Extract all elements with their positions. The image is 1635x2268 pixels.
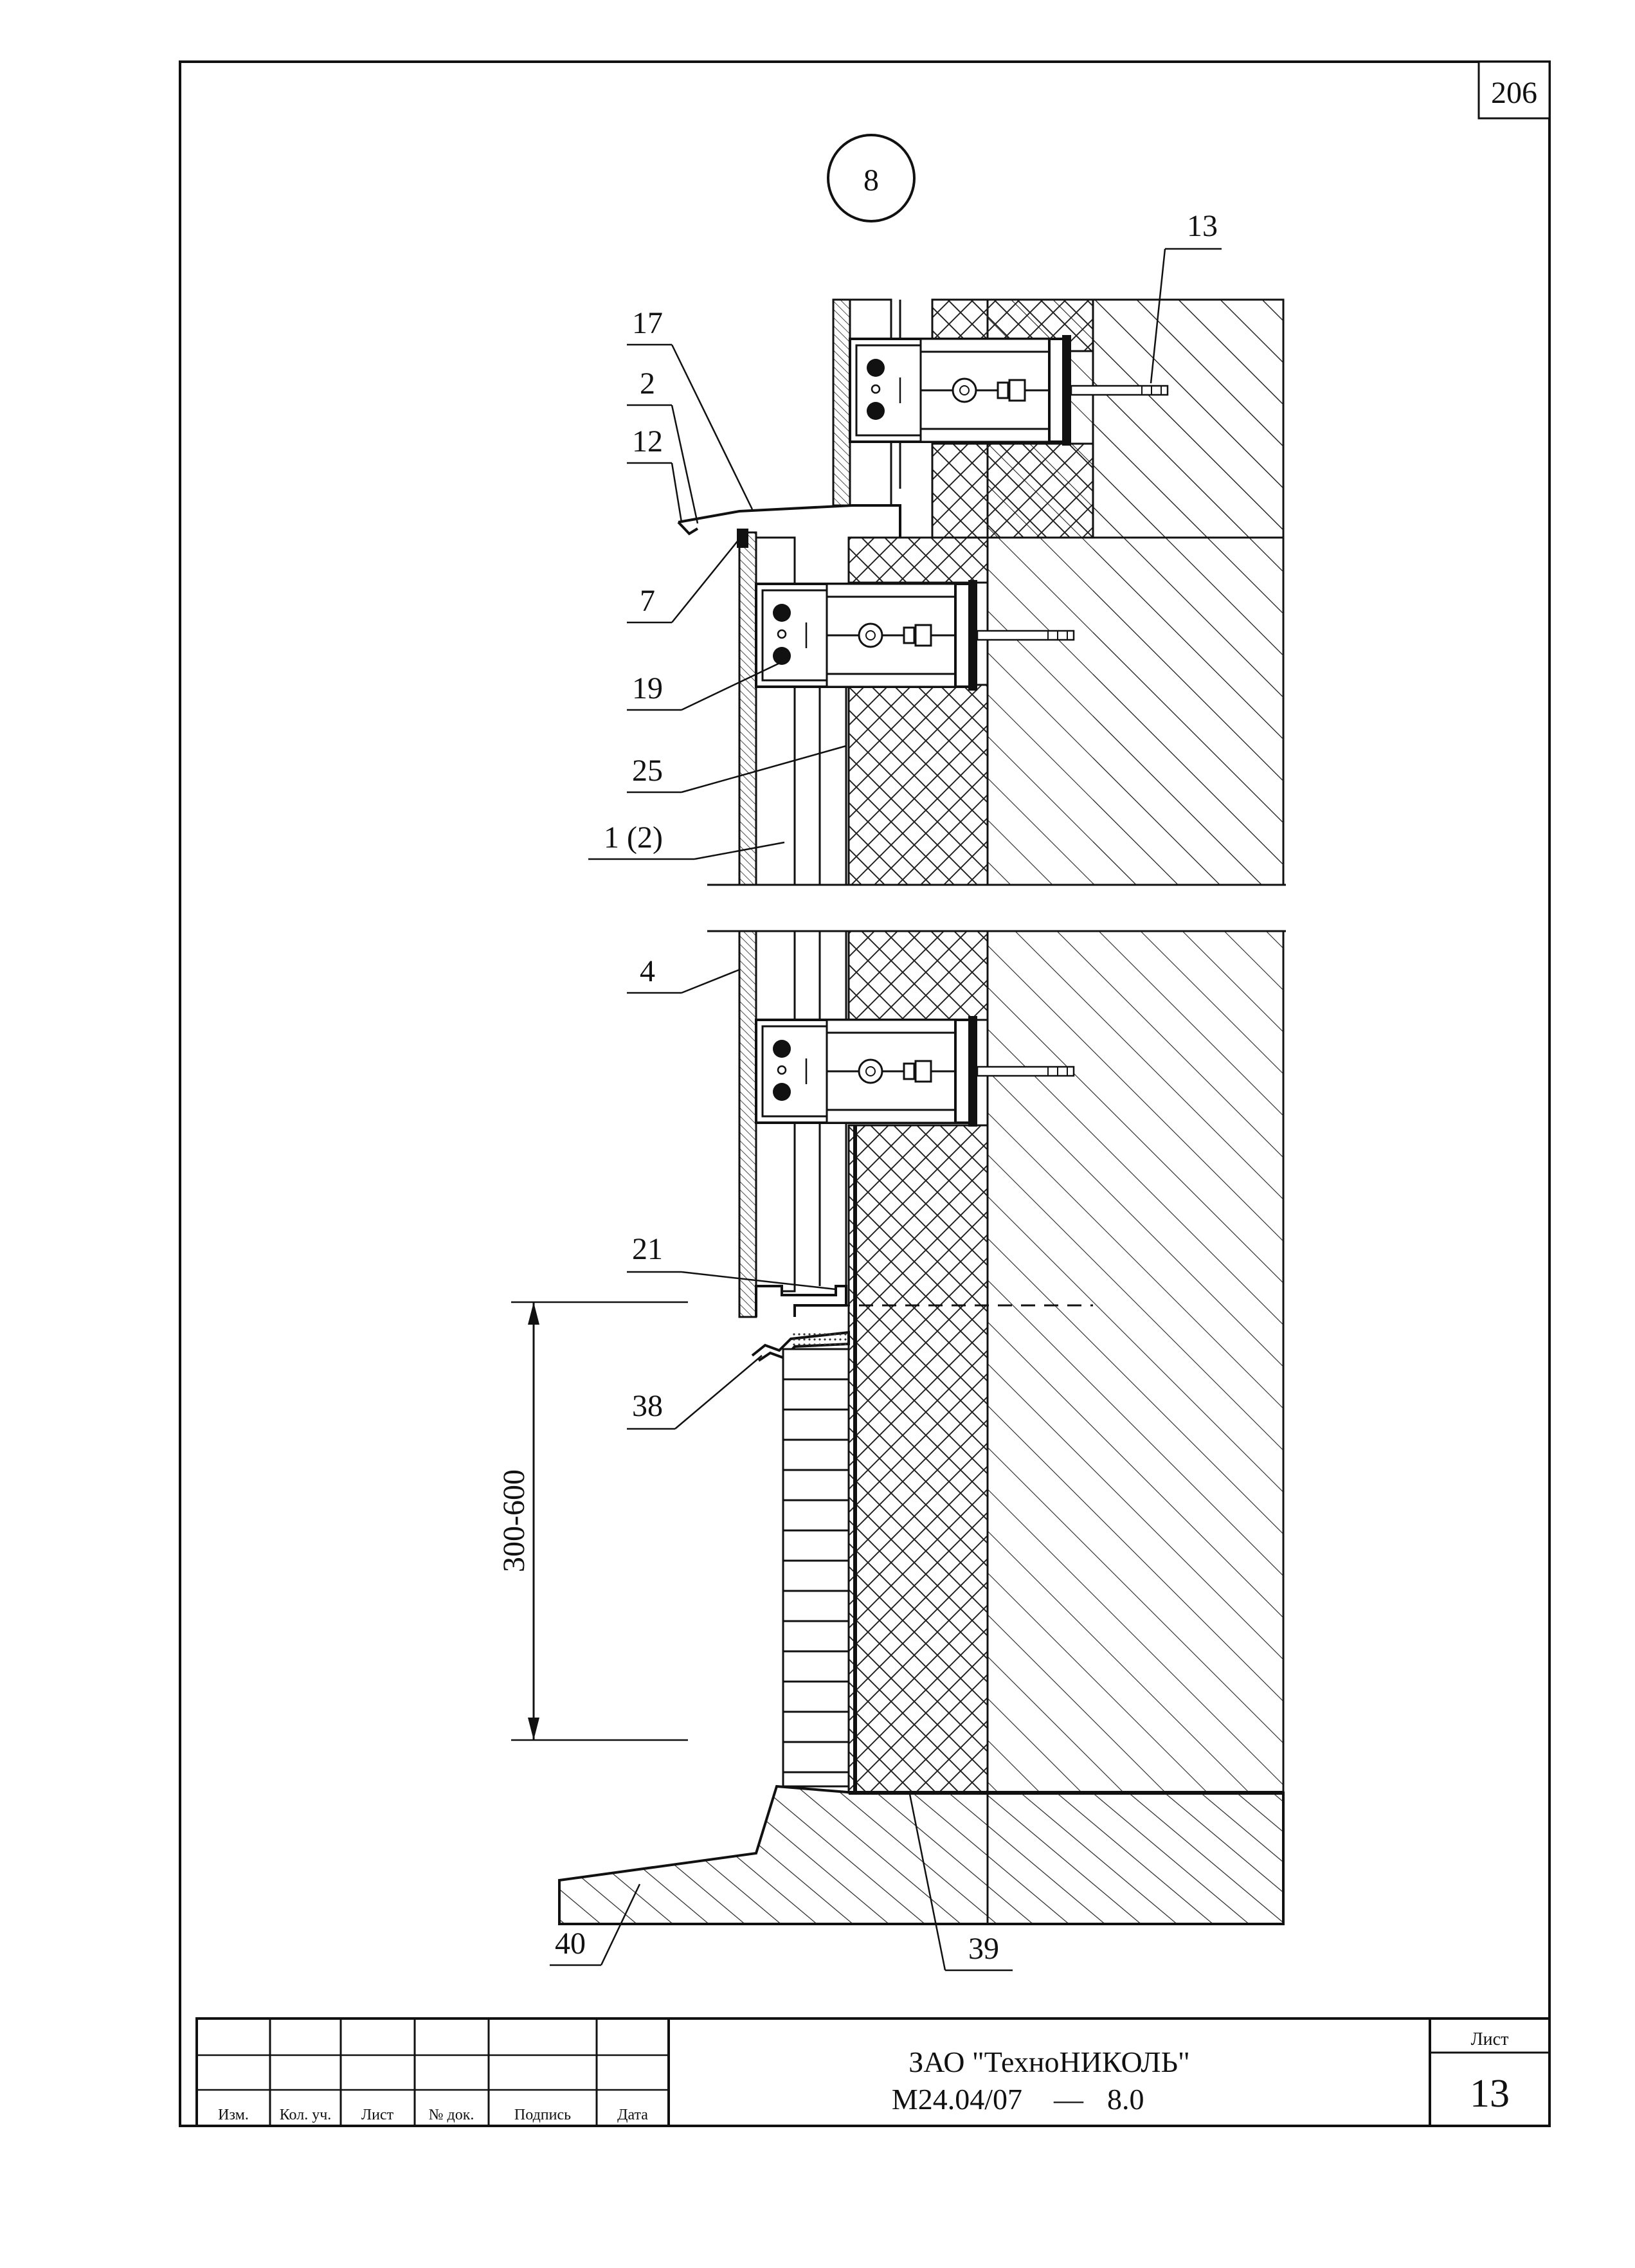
insulation-lower-a — [847, 930, 989, 1021]
page-number: 206 — [1491, 76, 1537, 110]
cladding-4 — [738, 930, 757, 1318]
company-name: ЗАО "ТехноНИКОЛЬ" — [908, 2046, 1190, 2078]
svg-text:38: 38 — [632, 1389, 663, 1423]
doc-version: 8.0 — [1107, 2083, 1144, 2116]
callout-38: 38 — [627, 1355, 763, 1430]
anchor-middle — [976, 630, 1075, 641]
doc-dash: — — [1053, 2083, 1084, 2116]
callout-13: 13 — [1150, 209, 1222, 384]
sheet-label: Лист — [1471, 2029, 1509, 2049]
dimension-arrow-top — [528, 1302, 539, 1325]
cladding-upper — [738, 531, 757, 886]
col-doc-num: № док. — [429, 2107, 474, 2123]
col-izm: Изм. — [218, 2107, 249, 2123]
cladding-upper-top — [832, 298, 851, 507]
col-list: Лист — [361, 2107, 394, 2123]
flashing-17 — [678, 504, 901, 538]
svg-text:40: 40 — [555, 1927, 586, 1961]
callout-4: 4 — [627, 954, 740, 994]
dimension-arrow-bottom — [528, 1718, 539, 1740]
callout-2: 2 — [627, 367, 699, 524]
brick-plinth — [782, 1348, 850, 1788]
cladding-upper-lip — [737, 529, 748, 548]
svg-text:39: 39 — [968, 1932, 999, 1966]
sheet-number: 13 — [1470, 2072, 1510, 2116]
anchor-13 — [1070, 385, 1169, 396]
insulation-upper-mid-b — [847, 684, 989, 886]
svg-text:7: 7 — [640, 584, 655, 618]
svg-text:25: 25 — [632, 754, 663, 788]
bracket-upper — [849, 334, 1072, 447]
bracket-lower — [755, 1015, 979, 1128]
svg-text:19: 19 — [632, 671, 663, 705]
svg-text:1 (2): 1 (2) — [604, 821, 663, 855]
starter-profile-21 — [755, 1285, 847, 1317]
svg-text:2: 2 — [640, 367, 655, 401]
sill-mortar — [791, 1332, 849, 1345]
insulation-lower-b — [847, 1124, 989, 1794]
col-date: Дата — [617, 2107, 648, 2123]
title-block: Изм. Кол. уч. Лист № док. Подпись Дата З… — [195, 2017, 1551, 2127]
page-number-box — [1477, 60, 1551, 120]
callout-40: 40 — [550, 1883, 641, 1966]
svg-text:13: 13 — [1187, 209, 1218, 243]
callout-12: 12 — [627, 424, 683, 523]
callout-39: 39 — [908, 1793, 1013, 1972]
anchor-lower — [976, 1066, 1075, 1077]
insulation-upper-mid-a — [847, 536, 989, 584]
col-signature: Подпись — [514, 2107, 571, 2123]
col-kol-uch: Кол. уч. — [280, 2107, 332, 2123]
callout-25: 25 — [627, 745, 847, 794]
callout-21: 21 — [627, 1232, 836, 1291]
svg-text:12: 12 — [632, 424, 663, 458]
detail-number: 8 — [863, 163, 879, 197]
detail-circle — [827, 134, 916, 222]
callout-1-2: 1 (2) — [588, 821, 785, 860]
drip-edge-2 — [677, 521, 699, 536]
dimension-text: 300-600 — [497, 1469, 531, 1572]
svg-text:21: 21 — [632, 1232, 663, 1266]
insulation-upper-top-b — [931, 442, 1094, 539]
svg-text:17: 17 — [632, 306, 663, 340]
callout-7: 7 — [627, 538, 740, 624]
callout-19: 19 — [627, 661, 782, 711]
callout-17: 17 — [627, 306, 754, 510]
doc-code: М24.04/07 — [892, 2083, 1022, 2116]
bracket-middle — [755, 579, 979, 692]
masonry-wall-lower — [986, 930, 1285, 1794]
svg-text:4: 4 — [640, 954, 655, 988]
masonry-wall-upper-top — [1092, 298, 1285, 539]
